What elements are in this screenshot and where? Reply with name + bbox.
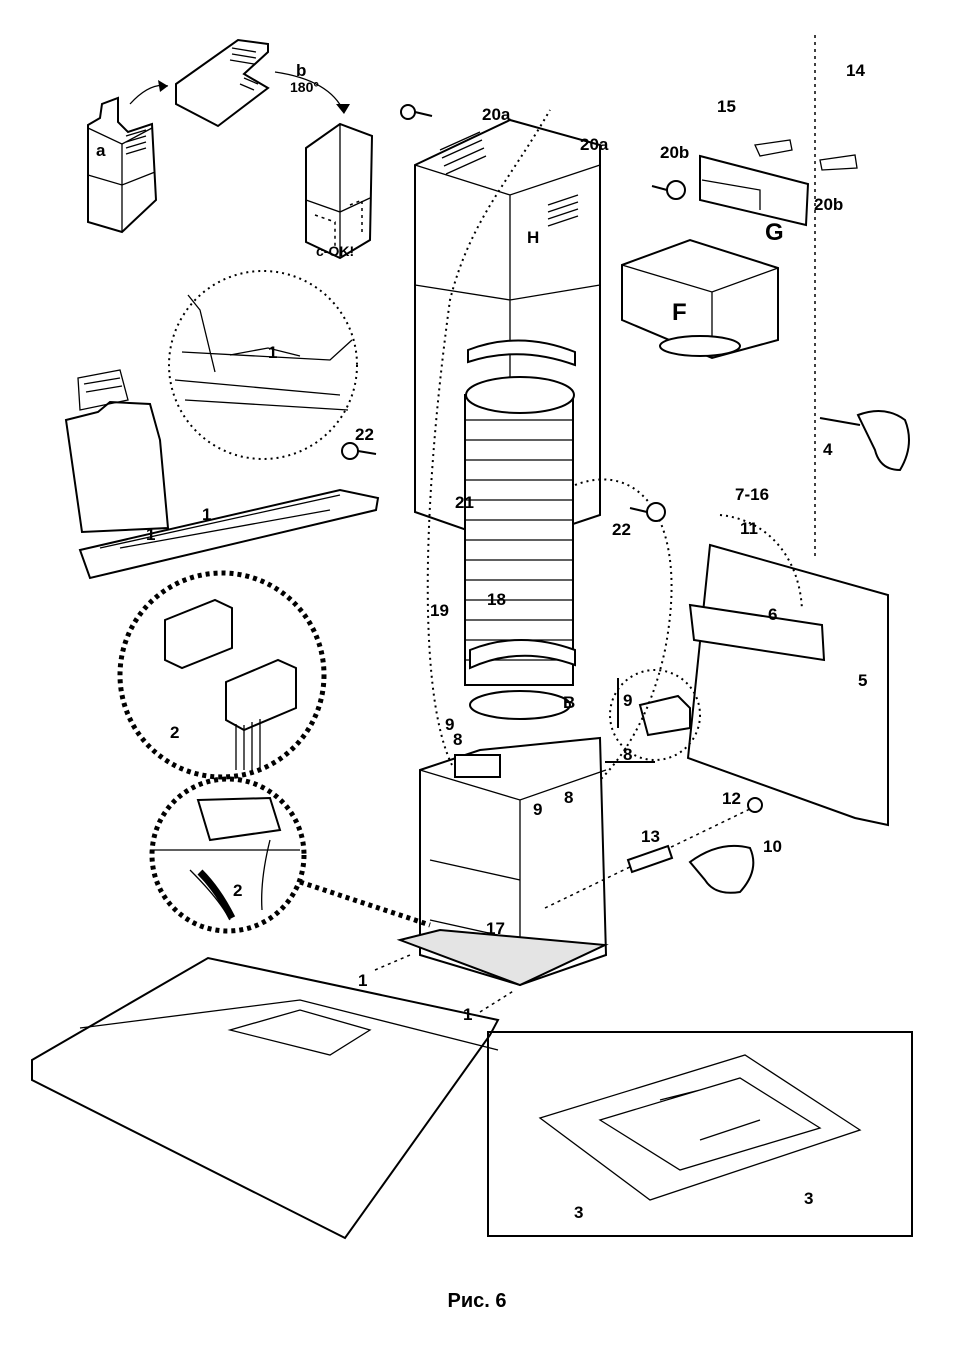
- pencil-hand-icon-10: [688, 844, 755, 894]
- label-9-b: 9: [533, 800, 542, 819]
- label-15: 15: [717, 97, 736, 116]
- label-9-c: 9: [623, 691, 632, 710]
- label-18: 18: [487, 590, 506, 609]
- arrow-4: [819, 417, 861, 426]
- filter-F: [621, 238, 779, 360]
- label-12: 12: [722, 789, 741, 808]
- label-1-bottom: 1: [463, 1005, 472, 1024]
- label-8-c: 8: [623, 745, 632, 764]
- detail-circle-connector: [117, 570, 327, 780]
- label-17: 17: [486, 919, 505, 938]
- screw-22-left: [341, 442, 377, 460]
- hood-base: [31, 956, 500, 1240]
- bracket-G: [699, 139, 858, 227]
- detail-circle-hood-edge: [168, 270, 358, 460]
- hood-body: [64, 369, 380, 580]
- figure-caption: Рис. 6: [447, 1290, 507, 1312]
- screw-20a-right: [651, 180, 686, 200]
- label-8-a: 8: [453, 730, 462, 749]
- label-13: 13: [641, 827, 660, 846]
- chimney-flip-sequence: [87, 38, 374, 260]
- label-4: 4: [823, 440, 833, 459]
- label-20a-right: 20a: [580, 135, 609, 154]
- label-3-left: 3: [574, 1203, 583, 1222]
- label-B: B: [563, 693, 575, 712]
- label-6: 6: [768, 605, 777, 624]
- washer-12: [747, 797, 763, 813]
- detail-circle-wiring: [149, 776, 307, 934]
- label-b: b: [296, 61, 306, 80]
- arrow-to-housing: [299, 879, 431, 928]
- wall-plug-13: [626, 844, 674, 874]
- flex-duct-18: [464, 339, 576, 720]
- label-22-left: 22: [355, 425, 374, 444]
- label-a: a: [96, 141, 106, 160]
- guide-11: [719, 514, 803, 611]
- label-7-16: 7-16: [735, 485, 769, 504]
- pencil-hand-icon-4: [856, 410, 910, 472]
- screw-20a-left: [400, 104, 433, 120]
- label-180-degrees: 180°: [290, 79, 319, 95]
- label-1-detail: 1: [268, 343, 277, 362]
- screw-22-right: [629, 502, 666, 522]
- label-c-ok: c-OK!: [316, 243, 354, 259]
- label-3-right: 3: [804, 1189, 813, 1208]
- label-F: F: [672, 299, 687, 326]
- label-8-b: 8: [564, 788, 573, 807]
- label-H: H: [527, 228, 539, 247]
- guide-7-16: [574, 478, 673, 781]
- label-10: 10: [763, 837, 782, 856]
- label-2-bottom: 2: [233, 881, 242, 900]
- label-5: 5: [858, 671, 867, 690]
- label-1-hood: 1: [202, 505, 211, 524]
- lower-housing: [396, 736, 609, 987]
- label-9-a: 9: [445, 715, 454, 734]
- label-22-right: 22: [612, 520, 631, 539]
- label-21: 21: [455, 493, 474, 512]
- hood-underside-inset: [487, 1031, 913, 1237]
- label-20b-right: 20b: [814, 195, 843, 214]
- label-11: 11: [740, 519, 758, 538]
- label-19: 19: [430, 601, 449, 620]
- arrow-1-left: [374, 954, 411, 971]
- label-14: 14: [846, 61, 865, 80]
- label-2-top: 2: [170, 723, 179, 742]
- detail-circle-terminal: [609, 669, 701, 761]
- label-20b-left: 20b: [660, 143, 689, 162]
- label-1-hood-2: 1: [146, 525, 155, 544]
- wall-section-5: [686, 543, 889, 827]
- label-G: G: [765, 219, 784, 246]
- label-1-left: 1: [358, 971, 367, 990]
- arrow-1-bottom: [479, 989, 516, 1013]
- label-20a-left: 20a: [482, 105, 511, 124]
